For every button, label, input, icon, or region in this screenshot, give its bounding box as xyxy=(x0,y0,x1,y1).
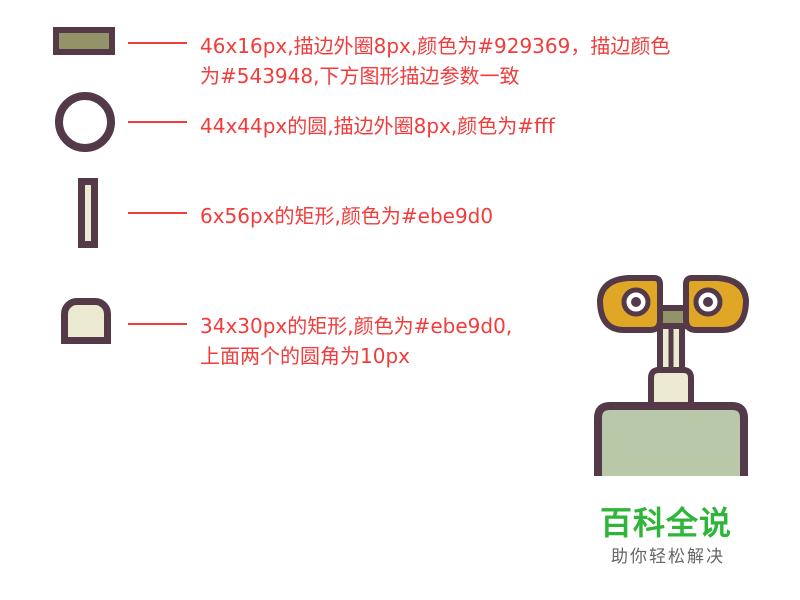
cream-bar-sample xyxy=(78,178,98,248)
robot-left-eye xyxy=(597,275,663,333)
robot-illustration xyxy=(594,275,749,476)
annotation-line: 46x16px,描边外圈8px,颜色为#929369，描边颜色 xyxy=(200,34,671,58)
leader-line xyxy=(128,121,187,123)
annotation-rect: 46x16px,描边外圈8px,颜色为#929369，描边颜色 为#543948… xyxy=(200,31,670,91)
leader-line xyxy=(128,212,187,214)
robot-body xyxy=(594,402,748,476)
brand-tagline: 助你轻松解决 xyxy=(611,547,725,567)
white-circle-sample xyxy=(55,92,115,152)
annotation-dome: 34x30px的矩形,颜色为#ebe9d0, 上面两个的圆角为10px xyxy=(200,311,512,371)
annotation-line: 44x44px的圆,描边外圈8px,颜色为#fff xyxy=(200,114,555,138)
leader-line xyxy=(128,42,187,44)
robot-right-eye xyxy=(683,275,749,333)
annotation-bar: 6x56px的矩形,颜色为#ebe9d0 xyxy=(200,201,493,231)
annotation-line: 为#543948,下方图形描边参数一致 xyxy=(200,64,520,88)
annotation-line: 34x30px的矩形,颜色为#ebe9d0, xyxy=(200,314,513,338)
olive-rect-sample xyxy=(53,27,115,55)
annotation-line: 6x56px的矩形,颜色为#ebe9d0 xyxy=(200,204,494,228)
annotation-circle: 44x44px的圆,描边外圈8px,颜色为#fff xyxy=(200,111,555,141)
brand-logo-text: 百科全说 xyxy=(600,504,733,542)
leader-line xyxy=(128,323,187,325)
annotation-line: 上面两个的圆角为10px xyxy=(200,344,410,368)
robot-collar xyxy=(648,367,694,413)
rounded-rect-sample xyxy=(61,298,111,344)
